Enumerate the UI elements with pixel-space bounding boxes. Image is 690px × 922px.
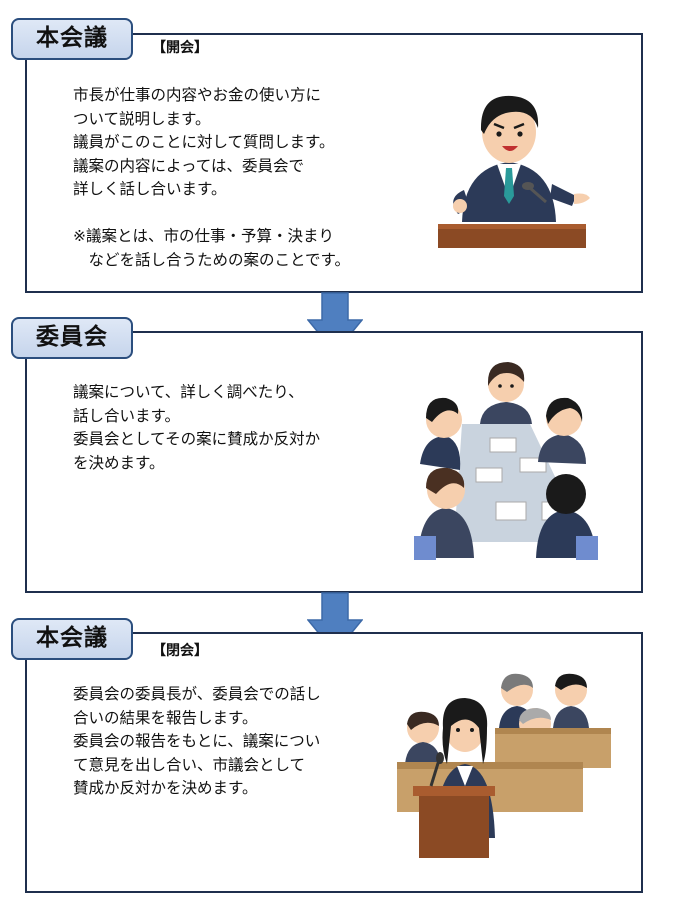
- committee-meeting-table-illustration: [410, 352, 600, 564]
- chairperson-report-assembly-illustration: [395, 668, 615, 860]
- section-text-committee: 議案について、詳しく調べたり、 話し合います。 委員会としてその案に賛成か反対か…: [73, 381, 320, 475]
- section-note-opening: 【開会】: [152, 37, 208, 57]
- section-text-plenary-opening: 市長が仕事の内容やお金の使い方に ついて説明します。 議員がこのことに対して質問…: [73, 84, 350, 272]
- section-note-closing: 【閉会】: [152, 640, 208, 660]
- section-text-plenary-closing: 委員会の委員長が、委員会での話し 合いの結果を報告します。 委員会の報告をもとに…: [73, 683, 321, 801]
- section-title-plenary-opening: 本会議: [11, 18, 133, 60]
- mayor-speaking-at-podium-illustration: [434, 80, 594, 252]
- section-title-plenary-closing: 本会議: [11, 618, 133, 660]
- section-title-committee: 委員会: [11, 317, 133, 359]
